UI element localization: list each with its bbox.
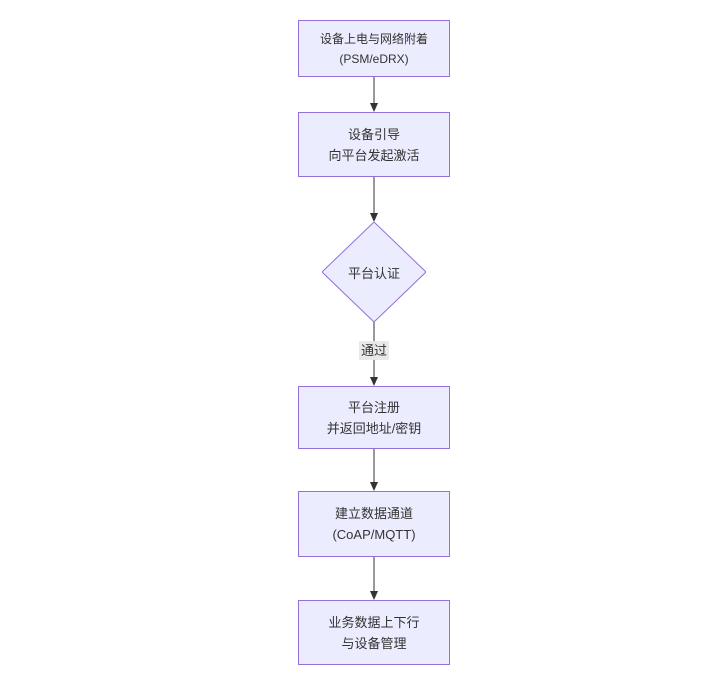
edge-label-pass: 通过 xyxy=(358,341,390,360)
node-business-data-line2: 与设备管理 xyxy=(341,635,407,651)
connector-arrow-2 xyxy=(370,177,378,222)
decision-platform-auth-label: 平台认证 xyxy=(347,265,400,281)
node-power-attach-line1: 设备上电与网络附着 xyxy=(319,31,428,46)
node-bootstrap-line1: 设备引导 xyxy=(347,126,400,142)
diamond-shape xyxy=(322,222,426,322)
connector-arrow-1 xyxy=(370,77,378,112)
node-data-channel-line2: (CoAP/MQTT) xyxy=(332,527,416,542)
node-power-attach-line2: (PSM/eDRX) xyxy=(339,51,409,66)
connector-arrow-5 xyxy=(370,557,378,600)
node-business-data: 业务数据上下行 与设备管理 xyxy=(298,600,450,665)
node-bootstrap-line2: 向平台发起激活 xyxy=(328,147,420,163)
node-register-line2: 并返回地址/密钥 xyxy=(326,420,422,436)
decision-platform-auth: 平台认证 xyxy=(322,222,426,322)
node-data-channel-line1: 建立数据通道 xyxy=(334,506,413,521)
node-business-data-line1: 业务数据上下行 xyxy=(328,614,420,630)
node-register-line1: 平台注册 xyxy=(347,399,400,415)
connector-arrow-4 xyxy=(370,449,378,491)
node-register: 平台注册 并返回地址/密钥 xyxy=(298,386,450,449)
node-power-attach: 设备上电与网络附着 (PSM/eDRX) xyxy=(298,20,450,77)
node-bootstrap: 设备引导 向平台发起激活 xyxy=(298,112,450,177)
node-data-channel: 建立数据通道 (CoAP/MQTT) xyxy=(298,491,450,557)
